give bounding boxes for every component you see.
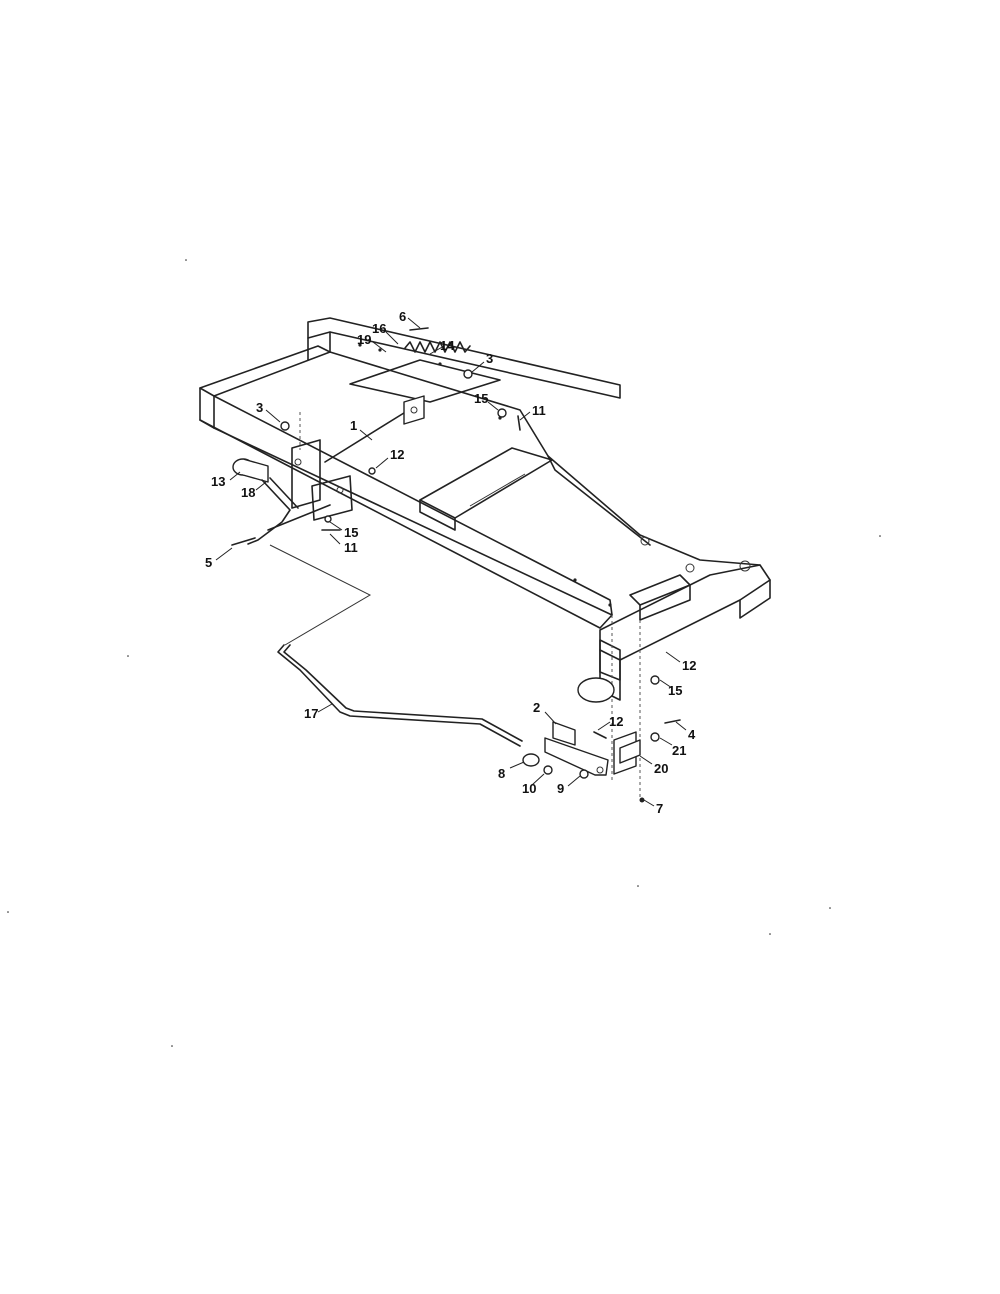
callout-3: 3 <box>256 400 263 415</box>
assembly-lines <box>269 412 641 800</box>
callout-14: 14 <box>440 338 455 353</box>
washer <box>497 408 507 418</box>
callout-11: 11 <box>344 540 358 555</box>
callout-labels: 6 16 19 14 3 15 11 3 1 12 13 18 15 11 5 … <box>205 309 696 816</box>
callout-12: 12 <box>609 714 623 729</box>
callout-12: 12 <box>390 447 404 462</box>
callout-15: 15 <box>474 391 488 406</box>
callout-4: 4 <box>688 727 696 742</box>
cotter-pin <box>517 415 521 431</box>
link-rod <box>277 644 523 747</box>
callout-6: 6 <box>399 309 406 324</box>
callout-leaders <box>215 317 687 807</box>
nut <box>463 369 473 379</box>
lift-rod <box>324 395 425 463</box>
callout-11: 11 <box>532 403 546 418</box>
callout-3: 3 <box>486 351 493 366</box>
washer <box>324 515 332 523</box>
callout-17: 17 <box>304 706 318 721</box>
front-bracket <box>522 675 681 803</box>
callout-2: 2 <box>533 700 540 715</box>
scan-specks <box>7 259 881 1047</box>
callout-10: 10 <box>522 781 536 796</box>
nut <box>280 421 290 431</box>
lift-arm <box>231 458 331 546</box>
clip <box>368 467 376 475</box>
callout-18: 18 <box>241 485 255 500</box>
callout-19: 19 <box>357 332 371 347</box>
callout-21: 21 <box>672 743 686 758</box>
callout-13: 13 <box>211 474 225 489</box>
callout-7: 7 <box>656 801 663 816</box>
callout-1: 1 <box>350 418 357 433</box>
callout-15: 15 <box>668 683 682 698</box>
callout-16: 16 <box>372 321 386 336</box>
callout-9: 9 <box>557 781 564 796</box>
callout-20: 20 <box>654 761 668 776</box>
callout-8: 8 <box>498 766 505 781</box>
callout-15: 15 <box>344 525 358 540</box>
bolt <box>409 327 429 331</box>
chassis-frame <box>199 317 771 701</box>
callout-5: 5 <box>205 555 212 570</box>
spring <box>404 341 471 353</box>
callout-12: 12 <box>682 658 696 673</box>
